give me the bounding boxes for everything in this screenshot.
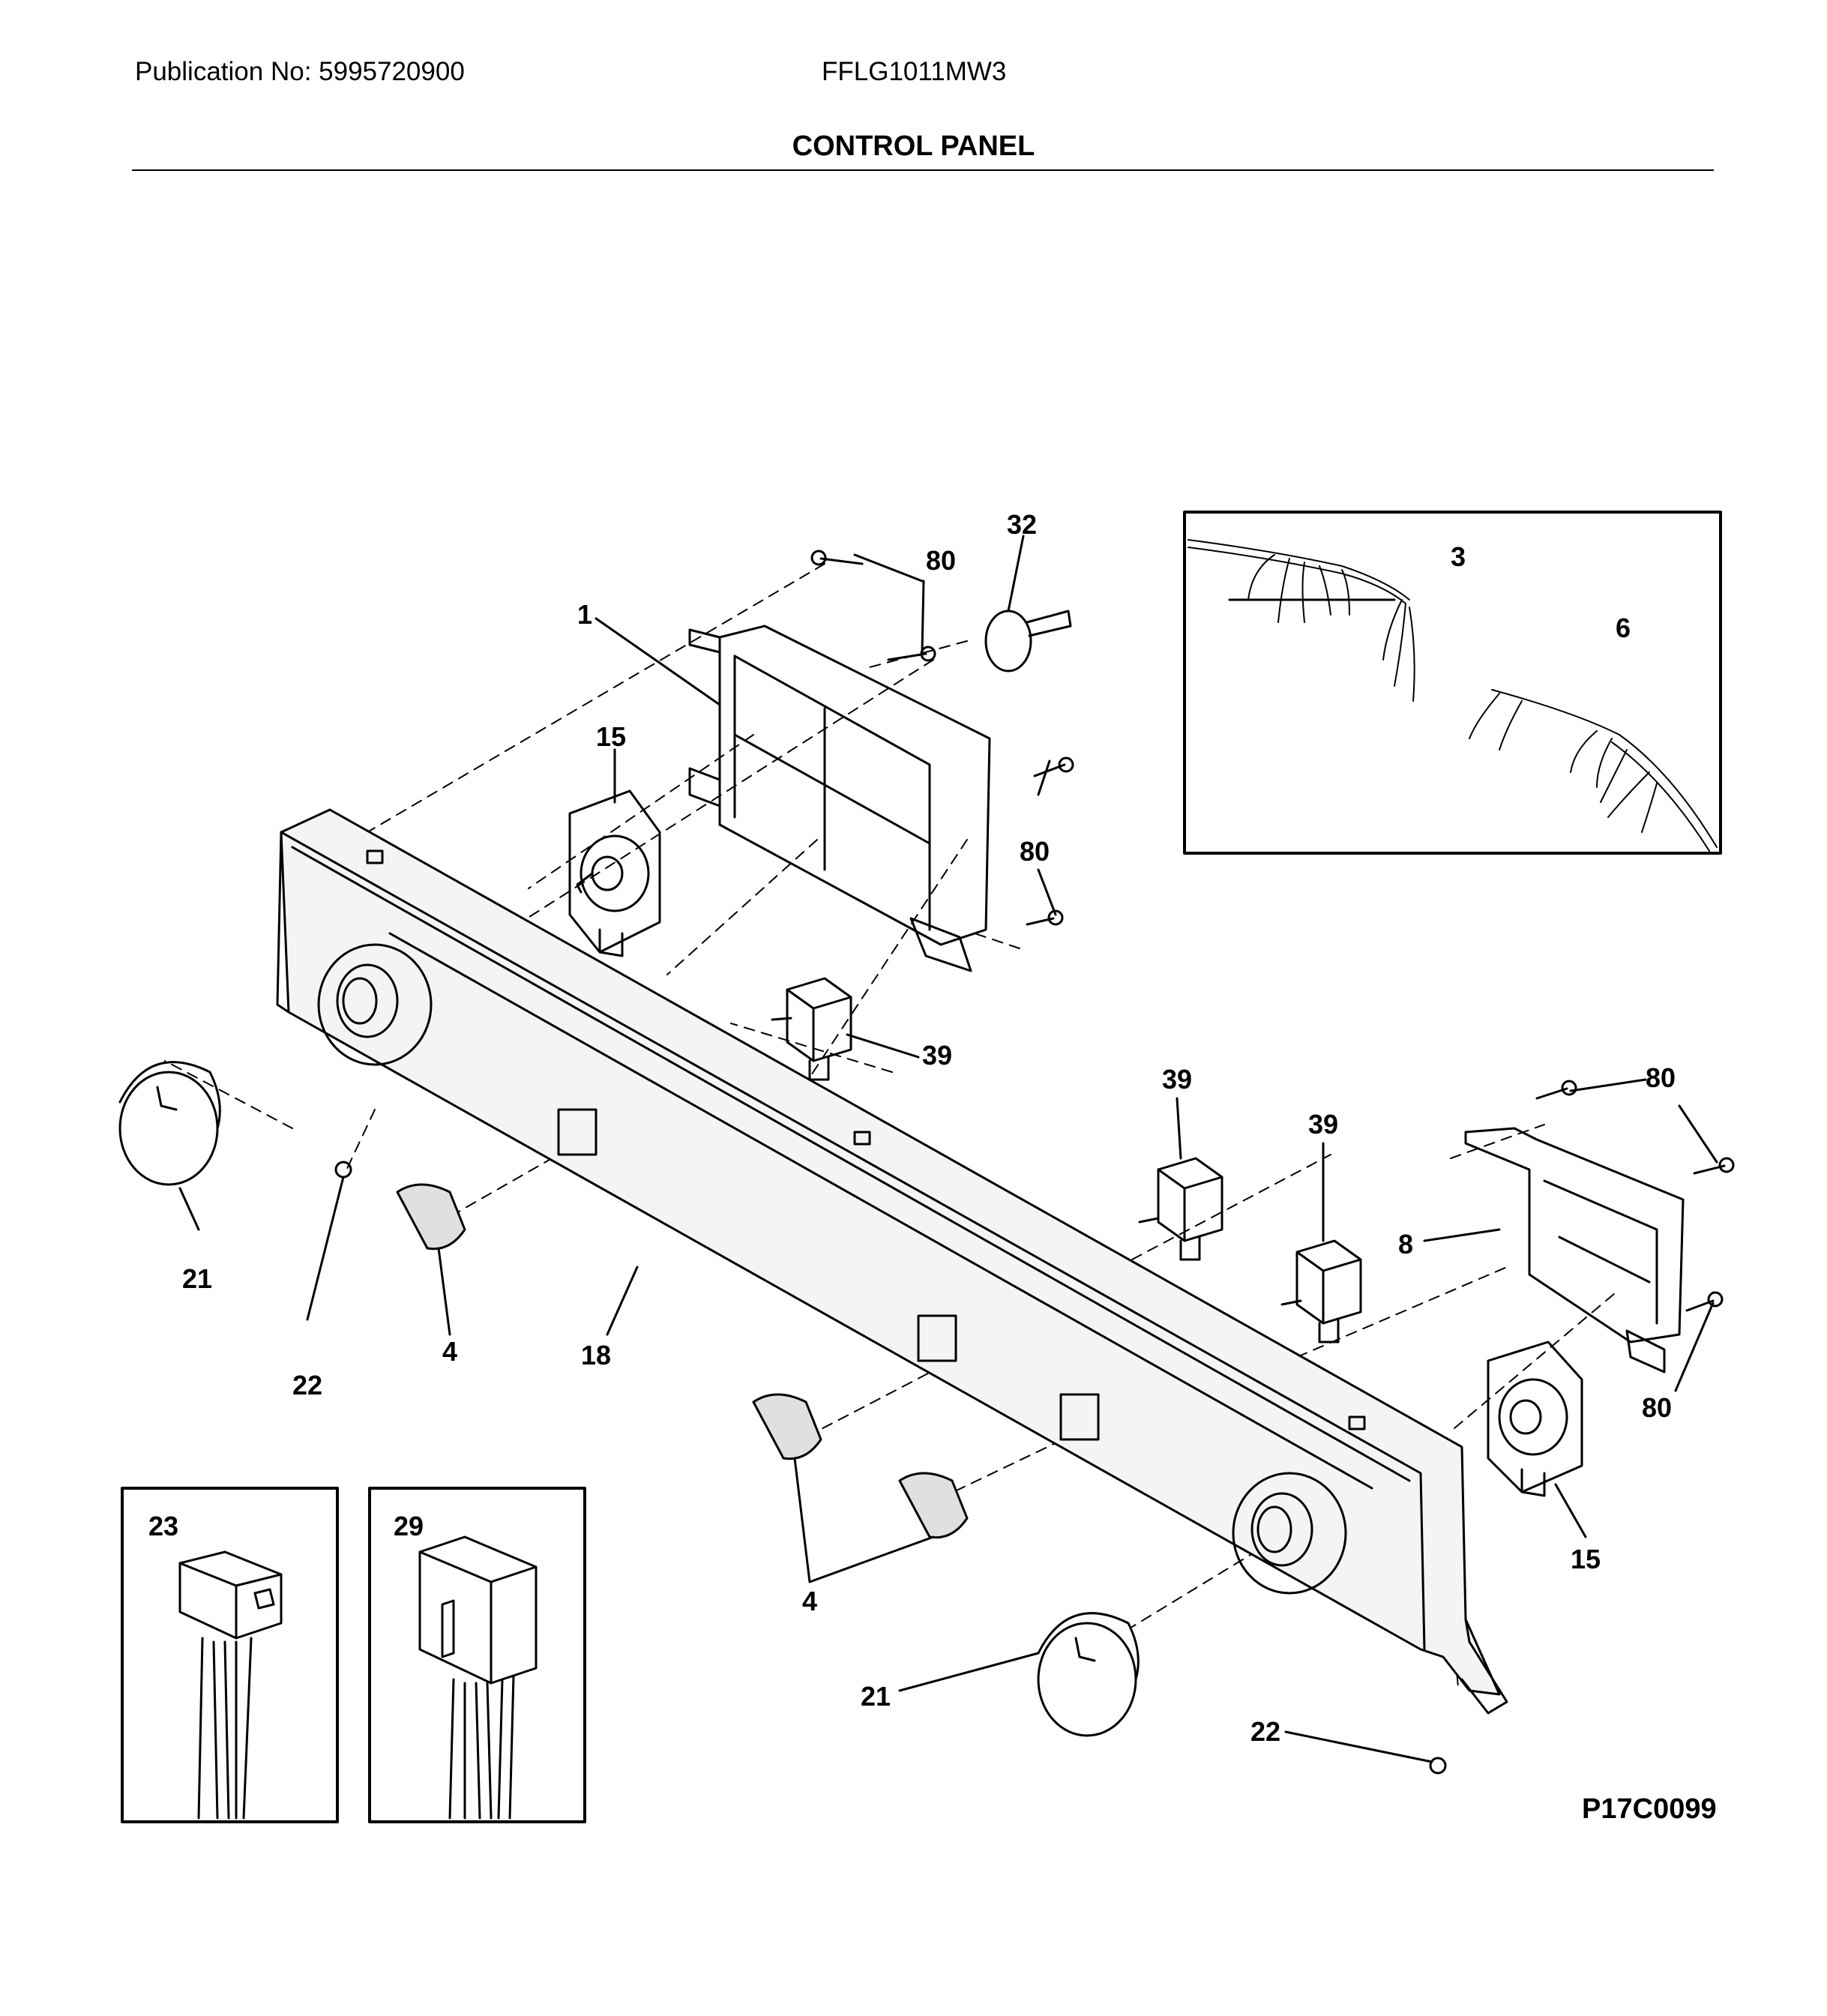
inset-connector-23 — [121, 1487, 339, 1823]
callout-80-b: 80 — [1020, 836, 1050, 867]
wire-tie — [984, 610, 1032, 672]
callout-80-a: 80 — [926, 545, 956, 576]
publication-number: Publication No: 5995720900 — [135, 57, 465, 86]
page-title: CONTROL PANEL — [792, 130, 1035, 162]
model-number: FFLG1011MW3 — [822, 57, 1007, 86]
push-button-3 — [898, 1472, 969, 1539]
callout-8: 8 — [1398, 1229, 1413, 1260]
callout-3: 3 — [1451, 541, 1466, 572]
push-switch-1 — [771, 977, 852, 1081]
inset-connector-29 — [368, 1487, 586, 1823]
callout-4-b: 4 — [802, 1586, 817, 1616]
selector-switch-right — [1487, 1341, 1583, 1497]
connector-6-pin — [178, 1550, 283, 1820]
push-button-2 — [752, 1393, 822, 1460]
push-button-1 — [396, 1183, 466, 1251]
callout-32: 32 — [1007, 509, 1037, 540]
control-knob-left — [118, 1061, 221, 1186]
callout-39-a: 39 — [922, 1040, 952, 1071]
callout-leaders — [178, 535, 1718, 1763]
figure-code: P17C0099 — [1582, 1793, 1717, 1825]
inset-wire-harness — [1183, 511, 1722, 855]
callout-29: 29 — [394, 1511, 424, 1541]
screw-small-left — [334, 1161, 352, 1179]
push-switch-2 — [1138, 1157, 1223, 1261]
screw-set — [810, 550, 1735, 1312]
callout-18: 18 — [581, 1340, 611, 1370]
callout-6: 6 — [1616, 613, 1631, 643]
push-switch-3 — [1280, 1239, 1362, 1344]
control-board — [688, 625, 991, 972]
callout-39-b: 39 — [1162, 1064, 1192, 1095]
callout-21-b: 21 — [861, 1681, 891, 1712]
screw-small-right — [1429, 1757, 1447, 1775]
callout-23: 23 — [148, 1511, 178, 1541]
callout-4-a: 4 — [442, 1336, 457, 1367]
connector-8-pin — [418, 1535, 538, 1820]
switch-bracket — [1464, 1127, 1685, 1373]
callout-1: 1 — [577, 599, 592, 630]
callout-21-a: 21 — [182, 1263, 212, 1294]
callout-22-b: 22 — [1250, 1716, 1280, 1747]
control-panel-housing — [276, 808, 1508, 1715]
selector-switch-left — [568, 789, 661, 957]
callout-22-a: 22 — [292, 1370, 322, 1400]
control-knob-right — [1037, 1612, 1140, 1737]
callout-80-d: 80 — [1642, 1392, 1672, 1423]
wire-harnesses — [1188, 539, 1718, 852]
callout-15-b: 15 — [1571, 1544, 1601, 1574]
header-divider — [132, 169, 1714, 171]
callout-15-a: 15 — [596, 721, 626, 752]
callout-80-c: 80 — [1646, 1062, 1676, 1093]
callout-39-c: 39 — [1308, 1109, 1338, 1140]
